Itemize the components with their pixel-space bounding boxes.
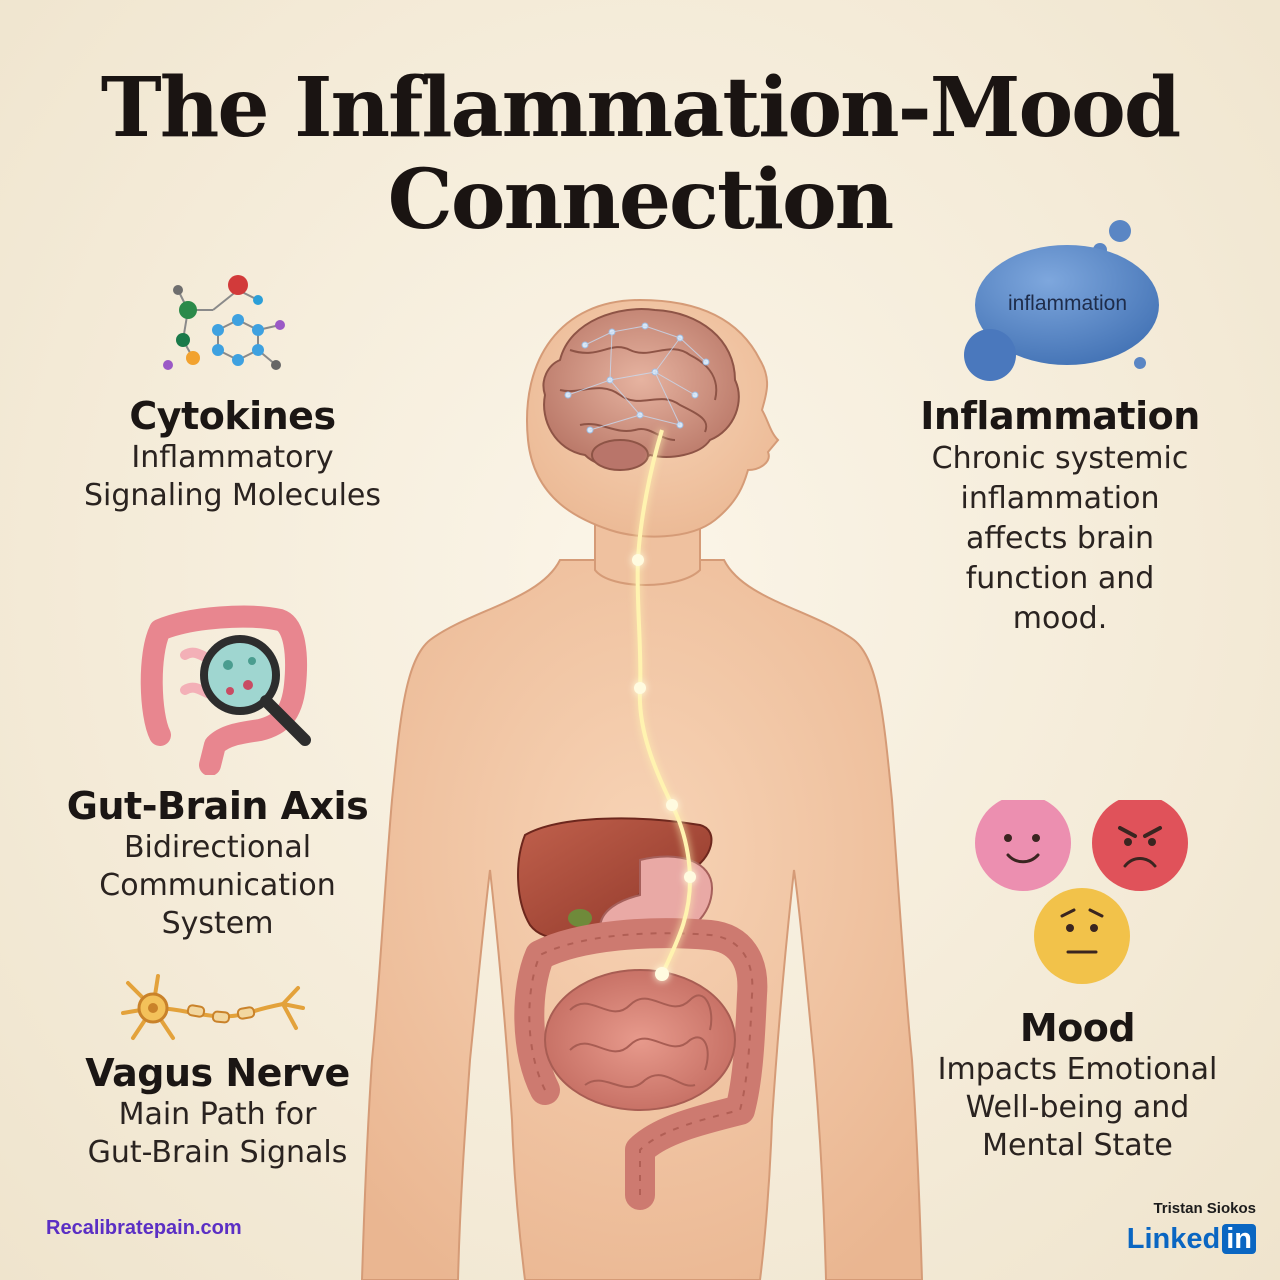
- cytokines-line-2: Signaling Molecules: [83, 478, 382, 513]
- inflammation-line-5: mood.: [1012, 601, 1108, 636]
- linkedin-badge: in: [1222, 1224, 1256, 1254]
- inflammation-bubble-icon: [964, 220, 1159, 381]
- inflammation-card: Inflammation Chronic systemic inflammati…: [900, 393, 1220, 639]
- happy-face-icon: [975, 800, 1071, 891]
- vagus-nerve-path: [635, 429, 693, 976]
- linkedin-logo[interactable]: Linked in: [1127, 1222, 1256, 1256]
- inflammation-line-1: Chronic systemic: [931, 441, 1189, 476]
- mood-line-3: Mental State: [982, 1128, 1173, 1163]
- author-name: Tristan Siokos: [1153, 1200, 1256, 1217]
- mood-faces-icon: [975, 800, 1188, 984]
- inflammation-line-2: inflammation: [960, 481, 1160, 516]
- vagus-nerve-line-1: Main Path for: [118, 1097, 317, 1132]
- angry-face-icon: [1092, 800, 1188, 891]
- page-title: The Inflammation-Mood Connection: [0, 62, 1280, 246]
- inflammation-line-4: function and: [965, 561, 1155, 596]
- gut-brain-axis-line-1: Bidirectional: [123, 830, 312, 865]
- neuron-icon: [121, 974, 305, 1040]
- molecule-icon: [163, 275, 285, 370]
- gut-brain-axis-card: Gut-Brain Axis Bidirectional Communicati…: [45, 783, 390, 943]
- mood-line-1: Impacts Emotional: [937, 1052, 1218, 1087]
- gut-brain-axis-line-3: System: [161, 906, 274, 941]
- title-line-2: Connection: [387, 152, 895, 248]
- sad-face-icon: [1034, 888, 1130, 984]
- mood-heading: Mood: [1019, 1006, 1136, 1050]
- mood-card: Mood Impacts Emotional Well-being and Me…: [925, 1005, 1230, 1165]
- gut-brain-axis-line-2: Communication: [99, 868, 336, 903]
- cytokines-card: Cytokines Inflammatory Signaling Molecul…: [60, 393, 405, 515]
- gut-brain-axis-heading: Gut-Brain Axis: [66, 784, 369, 828]
- title-line-1: The Inflammation-Mood: [100, 60, 1181, 156]
- cytokines-heading: Cytokines: [129, 394, 336, 438]
- mood-line-2: Well-being and: [965, 1090, 1190, 1125]
- vagus-nerve-card: Vagus Nerve Main Path for Gut-Brain Sign…: [45, 1050, 390, 1172]
- vagus-nerve-heading: Vagus Nerve: [85, 1051, 350, 1095]
- brain: [542, 308, 740, 471]
- linkedin-word: Linked: [1126, 1222, 1221, 1255]
- intestine-magnifier-icon: [140, 605, 311, 775]
- inflammation-bubble-label: inflammation: [1007, 292, 1128, 315]
- vagus-signal-dots: [632, 554, 696, 981]
- cytokines-line-1: Inflammatory: [131, 440, 334, 475]
- gallbladder: [568, 909, 592, 927]
- inflammation-line-3: affects brain: [965, 521, 1155, 556]
- vagus-nerve-line-2: Gut-Brain Signals: [87, 1135, 348, 1170]
- website-link[interactable]: Recalibratepain.com: [46, 1217, 242, 1239]
- inflammation-heading: Inflammation: [920, 394, 1200, 438]
